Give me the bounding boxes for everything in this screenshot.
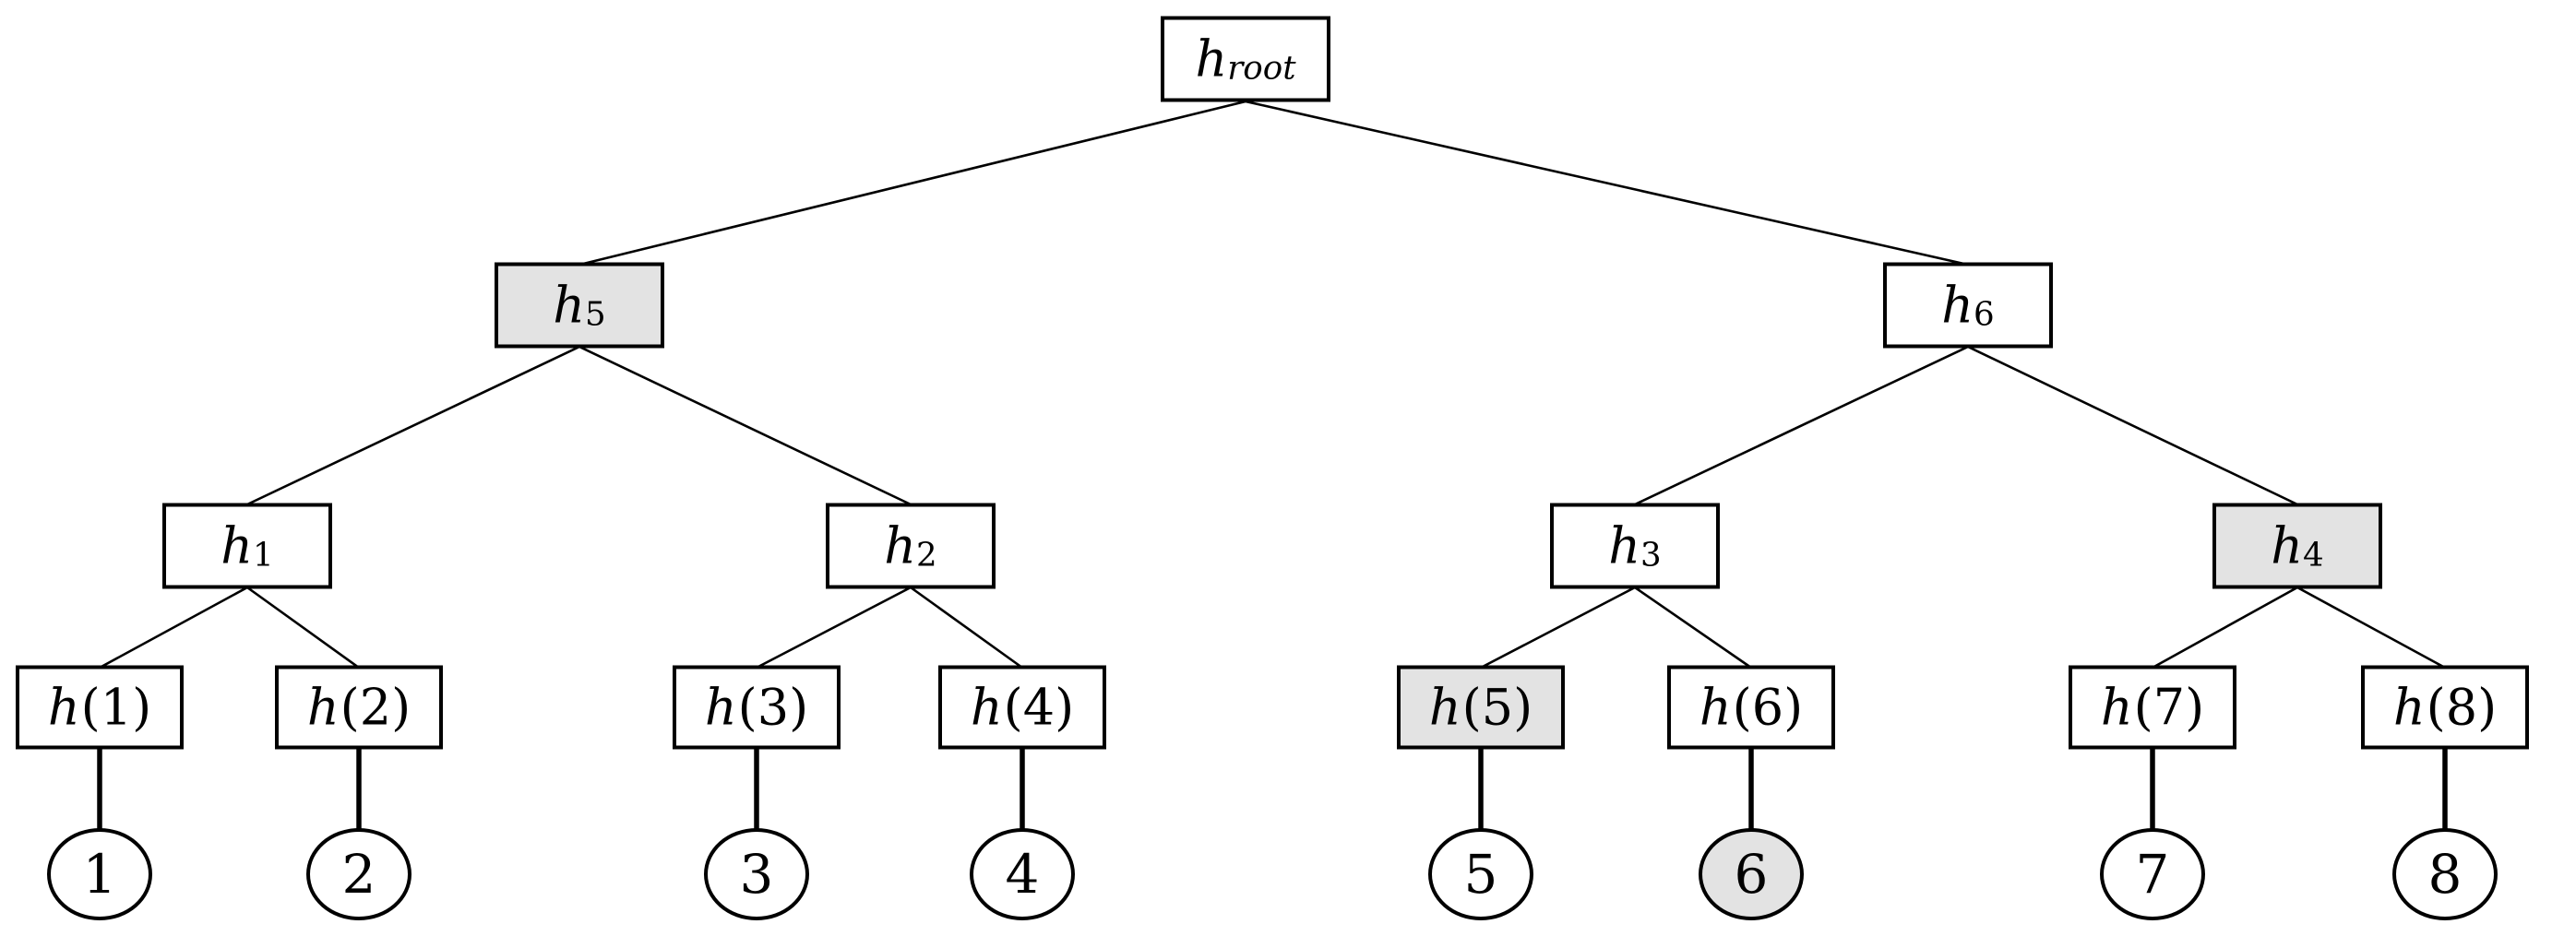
node-h6-subscript: 6: [1974, 295, 1995, 334]
node-hash-2-label: h: [306, 678, 340, 737]
node-hash-8-arg: (8): [2426, 678, 2498, 737]
node-leaf-8: 8: [2392, 828, 2498, 920]
node-hash-5-arg: (5): [1461, 678, 1533, 737]
node-hash-7: h(7): [2069, 665, 2236, 750]
node-hash-1-label: h: [47, 678, 80, 737]
node-leaf-5: 5: [1428, 828, 1533, 920]
node-leaf-3-label: 3: [739, 843, 774, 906]
node-h2-subscript: 2: [916, 536, 937, 575]
node-hash-7-label: h: [2100, 678, 2133, 737]
node-hash-6-label: h: [1699, 678, 1732, 737]
node-hash-7-arg: (7): [2133, 678, 2205, 737]
node-hash-2: h(2): [275, 665, 443, 750]
node-h-root-label: h: [1195, 30, 1228, 89]
node-h-root-subscript: root: [1227, 49, 1296, 88]
node-leaf-4-label: 4: [1005, 843, 1040, 906]
node-hash-2-arg: (2): [340, 678, 411, 737]
node-hash-3: h(3): [673, 665, 841, 750]
node-leaf-2: 2: [306, 828, 411, 920]
node-leaf-1-label: 1: [82, 843, 117, 906]
node-leaf-5-label: 5: [1463, 843, 1498, 906]
node-leaf-6-label: 6: [1734, 843, 1769, 906]
node-leaf-3: 3: [704, 828, 809, 920]
node-hash-6-arg: (6): [1732, 678, 1804, 737]
node-h5-subscript: 5: [585, 295, 606, 334]
node-h6-label: h: [1941, 276, 1974, 335]
node-hash-3-arg: (3): [737, 678, 809, 737]
node-leaf-2-label: 2: [341, 843, 376, 906]
node-leaf-4: 4: [970, 828, 1075, 920]
node-h4-label: h: [2271, 516, 2304, 575]
node-leaf-1: 1: [47, 828, 152, 920]
node-h5-label: h: [553, 276, 586, 335]
node-h3-subscript: 3: [1640, 536, 1662, 575]
node-hash-4-arg: (4): [1003, 678, 1075, 737]
node-hash-4: h(4): [938, 665, 1106, 750]
node-hash-8-label: h: [2392, 678, 2426, 737]
node-leaf-8-label: 8: [2427, 843, 2463, 906]
node-h3-label: h: [1608, 516, 1641, 575]
node-hash-3-label: h: [704, 678, 737, 737]
node-hash-1: h(1): [16, 665, 184, 750]
node-hash-4-label: h: [970, 678, 1003, 737]
node-hash-8: h(8): [2361, 665, 2529, 750]
node-h2-label: h: [884, 516, 917, 575]
node-h1-subscript: 1: [253, 536, 274, 575]
node-leaf-7: 7: [2100, 828, 2205, 920]
node-hash-6: h(6): [1667, 665, 1835, 750]
node-leaf-6: 6: [1699, 828, 1804, 920]
node-leaf-7-label: 7: [2135, 843, 2170, 906]
node-hash-5: h(5): [1397, 665, 1565, 750]
node-hash-1-arg: (1): [80, 678, 152, 737]
node-h1-label: h: [221, 516, 254, 575]
node-hash-5-label: h: [1428, 678, 1461, 737]
node-h4-subscript: 4: [2303, 536, 2324, 575]
